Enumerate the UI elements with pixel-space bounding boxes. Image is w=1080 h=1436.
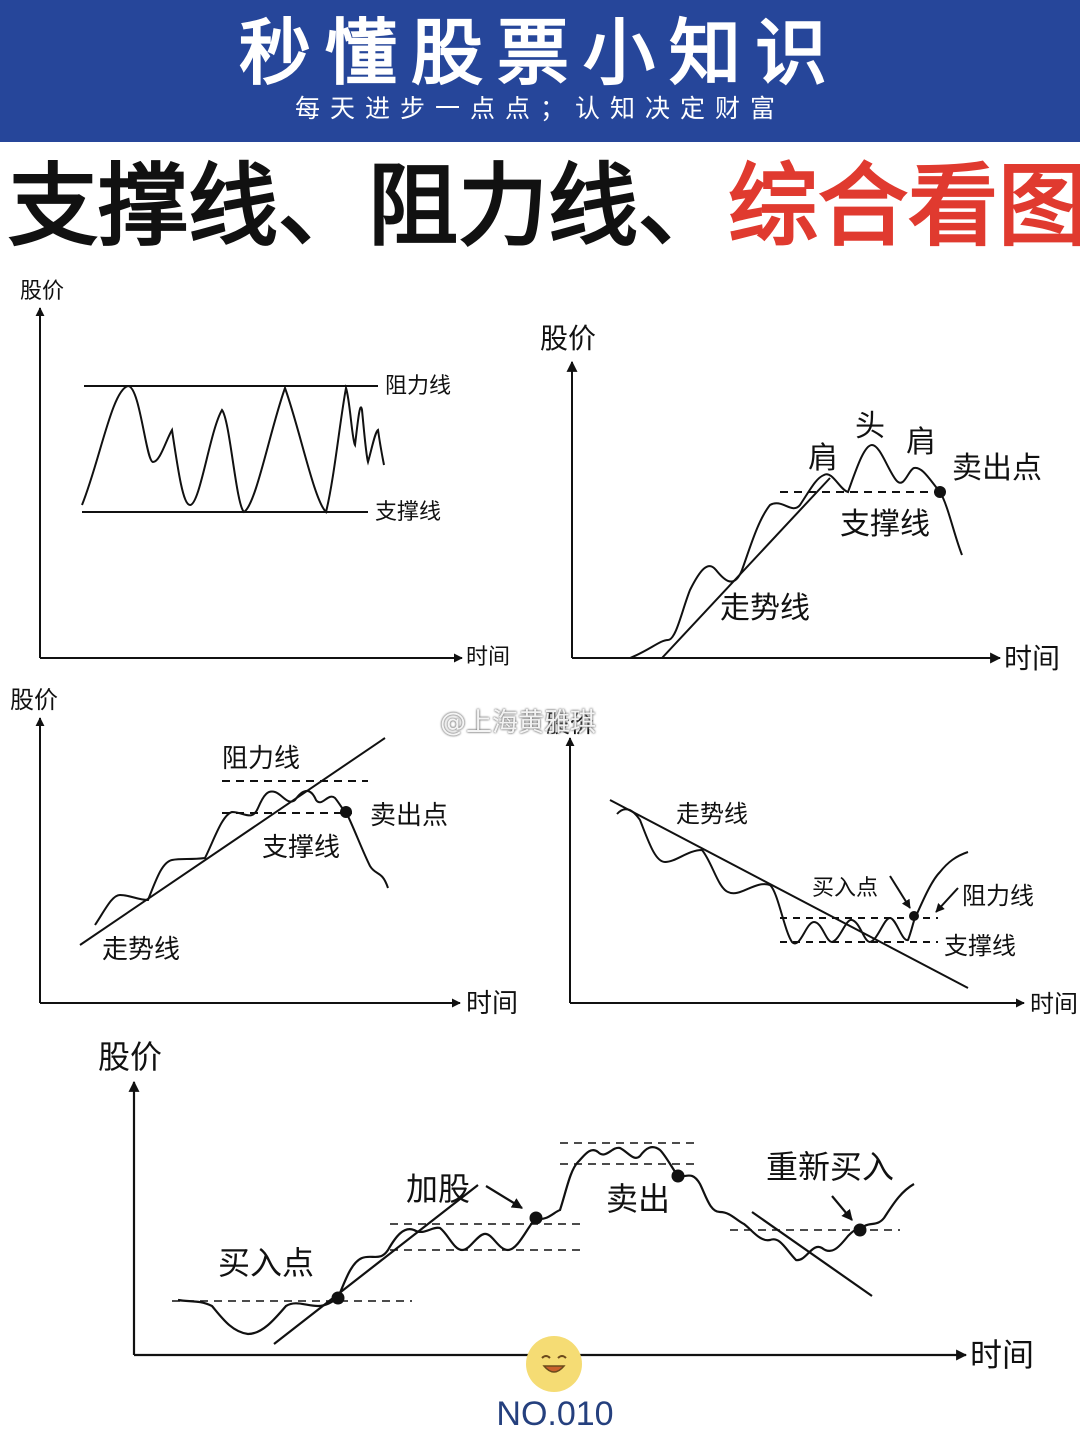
d5-add-point: [529, 1211, 543, 1225]
headline: 支撑线、阻力线、综合看图: [8, 152, 1080, 262]
watermark: @上海黄雅琪: [440, 708, 597, 738]
d1-price-curve: [81, 384, 385, 514]
d1-y-label: 股价: [20, 279, 64, 304]
d2-support-label: 支撑线: [840, 507, 930, 542]
d4-y-label: 股价: [546, 710, 594, 738]
d5-add-label: 加股: [406, 1170, 470, 1208]
d2-y-label: 股价: [540, 322, 596, 355]
d5-rebuy-label: 重新买入: [766, 1148, 894, 1186]
d2-x-label: 时间: [1004, 642, 1060, 675]
d4-trend-label: 走势线: [676, 800, 748, 828]
d4-price-curve: [616, 808, 969, 945]
d4-buy-arrow: [889, 875, 911, 909]
d2-trend-line: [661, 477, 831, 659]
d2-head: 头: [855, 409, 885, 444]
banner-subtitle: 每天进步一点点；认知决定财富: [294, 94, 785, 123]
diagram-5: [128, 1080, 968, 1361]
d4-trend-line: [609, 799, 969, 989]
badge-number: NO.010: [496, 1395, 614, 1433]
d2-sell-label: 卖出点: [952, 451, 1042, 486]
banner-title: 秒懂股票小知识: [238, 11, 841, 95]
d3-x-label: 时间: [466, 989, 518, 1019]
d1-x-label: 时间: [466, 645, 510, 670]
d1-resistance-label: 阻力线: [385, 374, 451, 399]
d3-support-label: 支撑线: [262, 833, 340, 863]
d5-add-arrow: [485, 1185, 523, 1209]
d4-buy-point: [909, 911, 919, 921]
d3-trend-label: 走势线: [102, 935, 180, 965]
d3-sell-point: [340, 806, 352, 818]
smile-face-icon: [541, 1355, 567, 1373]
d5-sell-point: [671, 1169, 685, 1183]
headline-accent: 综合看图: [728, 154, 1080, 259]
badge: [526, 1336, 582, 1392]
d1-support-label: 支撑线: [375, 500, 441, 525]
d3-y-label: 股价: [10, 686, 58, 714]
d4-support-label: 支撑线: [944, 932, 1016, 960]
d5-rebuy-arrow: [831, 1195, 853, 1221]
chart-diagrams: 股价 时间 阻力线 支撑线 股价 时间 肩 头 肩 卖出点 支撑线 走势线 股价…: [10, 279, 1078, 1374]
d3-trend-line: [79, 737, 386, 946]
d3-sell-label: 卖出点: [370, 801, 448, 831]
diagram-1: [35, 307, 463, 663]
d3-resistance-label: 阻力线: [222, 744, 300, 774]
title-banner: 秒懂股票小知识 每天进步一点点；认知决定财富: [0, 0, 1080, 142]
d5-trend-down: [751, 1211, 873, 1297]
d4-resistance-arrow: [935, 887, 959, 913]
d5-sell-label: 卖出: [606, 1180, 670, 1218]
d5-buy-point: [331, 1291, 345, 1305]
d2-price-curve: [629, 443, 963, 659]
d2-shoulder-right: 肩: [906, 425, 936, 460]
diagram-3: [35, 717, 461, 1008]
d2-shoulder-left: 肩: [808, 441, 838, 476]
d4-buy-label: 买入点: [812, 876, 878, 901]
d5-x-label: 时间: [970, 1336, 1034, 1374]
d5-rebuy-point: [853, 1223, 867, 1237]
d2-sell-point: [934, 486, 946, 498]
d4-resistance-label: 阻力线: [962, 882, 1034, 910]
d2-trend-label: 走势线: [720, 591, 810, 626]
d5-buy-label: 买入点: [218, 1244, 314, 1282]
diagram-2: [566, 360, 1002, 664]
d5-guides: [172, 1142, 900, 1302]
d4-x-label: 时间: [1030, 990, 1078, 1018]
d5-trend-up: [273, 1184, 479, 1345]
diagram-4: [565, 737, 1025, 1008]
headline-part1: 支撑线、阻力线、: [8, 154, 728, 259]
d5-y-label: 股价: [98, 1038, 162, 1076]
